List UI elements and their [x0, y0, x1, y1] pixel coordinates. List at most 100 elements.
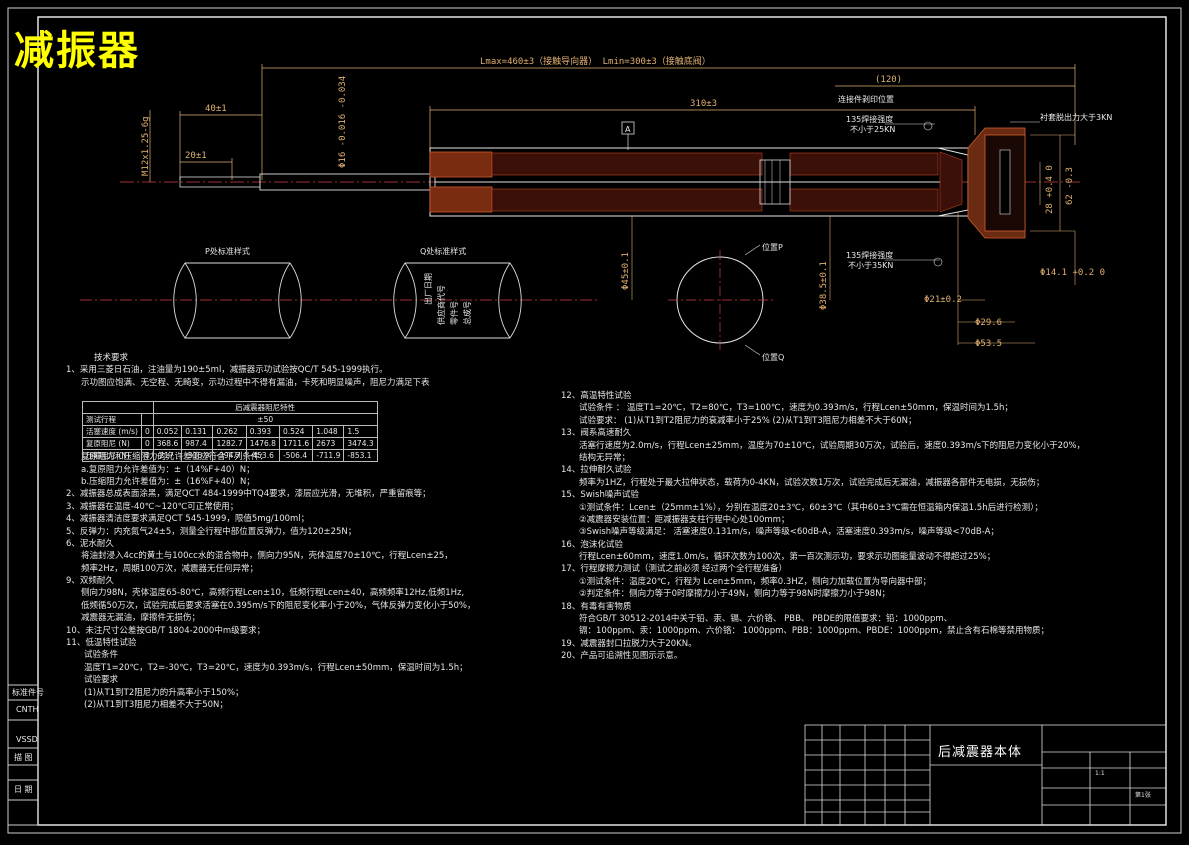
table-stroke-value: ±50	[152, 413, 378, 426]
note-line: 16、泡沫化试验	[561, 539, 623, 550]
note-line: ②减震器安装位置：距减振器支柱行程中心处100mm；	[579, 514, 790, 525]
side-label-1: 标准件号	[12, 687, 44, 697]
table-row: 压缩阻尼 (N)0-217-315.9-394.7-453.6-506.4-71…	[82, 449, 378, 462]
note-line: 频率2Hz，周期100万次，减震器无任何异常；	[81, 563, 258, 574]
table-cell: 1282.7	[212, 437, 247, 450]
dim-20: 20±1	[185, 151, 207, 161]
side-label-3: VSSD	[16, 735, 38, 744]
table-cell: 0	[140, 425, 154, 438]
weld-symbol-1	[923, 121, 933, 131]
table-cell: -315.9	[181, 449, 214, 462]
title-block	[804, 724, 1167, 826]
dim-21: Φ21±0.2	[924, 295, 962, 305]
note-line: 试验要求	[84, 675, 119, 686]
table-row-label: 复原阻尼 (N)	[82, 437, 142, 450]
table-cell: 0.393	[245, 425, 280, 438]
dim-62: 62 -0.3	[1065, 167, 1075, 205]
note-line: 技术要求	[94, 353, 129, 363]
table-cell: 0	[140, 437, 154, 450]
table-row-label: 压缩阻尼 (N)	[82, 449, 142, 462]
note-line: 活塞行速度为2.0m/s，行程Lcen±25mm，温度为70±10℃，试验周期3…	[579, 440, 1086, 451]
weld-note-1b: 不小于25KN	[850, 125, 895, 134]
note-line: 4、减振器清洁度要求满足QCT 545-1999，限值5mg/100ml；	[66, 514, 310, 525]
note-line: 3、减振器在温度-40℃~120℃可正常使用；	[66, 501, 239, 512]
side-label-5: 日 期	[14, 785, 33, 794]
note-line: 2、减振器总成表面涂黑，满足QCT 484-1999中TQ4要求，漆层应光滑，无…	[66, 489, 431, 500]
press-force-note: 衬套脱出力大于3KN	[1040, 112, 1112, 122]
note-line: 试验条件	[84, 650, 119, 661]
q-text-d: 总成号	[462, 301, 472, 325]
note-line: a.复原阻力允许差值为：±（14%F+40）N；	[81, 464, 255, 475]
position-p-label: 位置P	[762, 242, 783, 252]
note-line: 5、反弹力：内充氮气24±5，测量全行程中部位置反弹力，值为120±25N；	[66, 526, 357, 537]
dim-rod-diameter: Φ16 -0.016 -0.034	[338, 76, 348, 168]
table-cell: -853.1	[343, 449, 378, 462]
note-line: 镉：100ppm、汞：1000ppm、六价铬： 1000ppm、PBB：1000…	[579, 626, 1049, 637]
note-line: 示功图应饱满、无空程、无畸变，示功过程中不得有漏油，卡死和明显噪声，阻尼力满足下…	[81, 377, 430, 388]
section-marker-a: A	[625, 125, 631, 134]
table-cell: 2673	[312, 437, 345, 450]
note-line: 17、行程摩擦力测试（测试之前必须 经过两个全行程准备）	[561, 564, 788, 575]
cylinder-p	[173, 262, 302, 339]
note-line: 18、有毒有害物质	[561, 601, 632, 612]
note-line: 1、采用三菱日石油，注油量为190±5ml，减振器示功试验按QC/T 545-1…	[66, 365, 388, 376]
dim-45: Φ45±0.1	[621, 252, 631, 290]
note-line: 14、拉伸耐久试验	[561, 465, 632, 476]
table-cell	[140, 413, 154, 426]
note-line: 试验条件 ： 温度T1=20℃，T2=80℃，T3=100℃，速度为0.393m…	[579, 403, 1013, 414]
note-line: b.压缩阻力允许差值为：±（16%F+40）N；	[81, 476, 255, 487]
table-cell: -506.4	[278, 449, 314, 462]
table-cell: 1711.6	[278, 437, 314, 450]
note-line: (1)从T1到T2阻尼力的升高率小于150%；	[84, 687, 244, 698]
note-line: 20、产品可追溯性见图示示意。	[561, 651, 683, 662]
side-label-4: 描 图	[14, 752, 33, 762]
inner-frame	[37, 16, 1167, 826]
side-label-box	[7, 684, 39, 826]
dim-28: 28 +0.4 0	[1045, 165, 1055, 214]
note-line: 将油封浸入4cc的黄土与100cc水的混合物中，侧向力95N，壳体温度70±10…	[81, 551, 453, 562]
technical-notes-left: 技术要求 1、采用三菱日石油，注油量为190±5ml，减振器示功试验按QC/T 5…	[66, 352, 476, 711]
note-line: 结构无异常；	[579, 452, 631, 463]
table-row-label: 测试行程	[82, 413, 142, 426]
note-line: 11、低温特性试验	[66, 638, 137, 649]
table-cell: -217	[152, 449, 183, 462]
dim-40: 40±1	[205, 104, 227, 114]
weld-position-note: 连接件剥印位置	[838, 94, 894, 104]
table-cell: -711.9	[312, 449, 345, 462]
weld-symbol-2	[933, 257, 943, 267]
table-cell: 1476.8	[245, 437, 280, 450]
note-line: 试验要求： (1)从T1到T2阻尼力的衰减率小于25% (2)从T1到T3阻尼力…	[579, 415, 917, 426]
weld-note-1: 135焊接强度	[846, 114, 893, 124]
note-line: ③Swish噪声等级满足： 活塞速度0.131m/s，噪声等级<60dB-A，活…	[579, 527, 999, 538]
outer-frame	[7, 7, 1182, 834]
table-cell: 3474.3	[343, 437, 378, 450]
p-standard-label: P处标准样式	[205, 246, 250, 256]
sheet-label: 第1张	[1135, 792, 1151, 799]
note-line: 减震器无漏油，摩擦件无损伤；	[81, 613, 201, 624]
top-dimension-lines	[149, 64, 1076, 182]
q-text-c: 零件号	[449, 301, 459, 325]
dim-53: Φ53.5	[975, 339, 1002, 349]
table-cell: -453.6	[245, 449, 280, 462]
note-line: 频率为1HZ，行程处于最大拉伸状态，载荷为0-4KN，试验次数1万次，试验完成后…	[579, 477, 1045, 488]
section-circle	[668, 244, 775, 356]
note-line: 19、减震器封口拉脱力大于20KN。	[561, 638, 697, 649]
table-cell: 0.131	[181, 425, 214, 438]
note-line: 6、泥水耐久	[66, 538, 114, 549]
q-text-a: 出厂日期	[423, 273, 433, 305]
part-name: 后减震器本体	[938, 745, 1023, 760]
bushing-eye	[967, 127, 1075, 239]
table-caption: 后减震器阻尼特性	[152, 401, 378, 414]
dim-310: 310±3	[690, 99, 717, 109]
lower-dimension-lines	[631, 212, 1076, 345]
table-cell: 0.524	[278, 425, 314, 438]
note-line: 13、阀系高速耐久	[561, 428, 632, 439]
technical-notes-right: 12、高温特性试验试验条件 ： 温度T1=20℃，T2=80℃，T3=100℃，…	[561, 390, 1085, 663]
q-standard-label: Q处标准样式	[420, 246, 466, 256]
table-row-label: 活塞速度 (m/s)	[82, 425, 142, 438]
